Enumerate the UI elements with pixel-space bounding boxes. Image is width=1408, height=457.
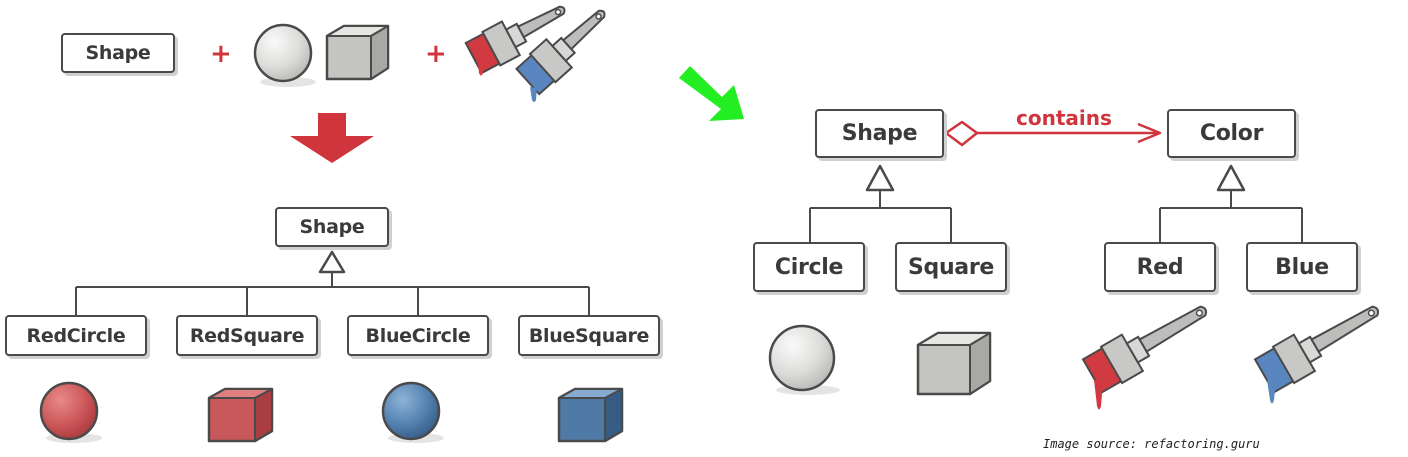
red-cube-icon (207, 387, 274, 443)
plus-sign-1: + (210, 39, 232, 69)
blue-cube-icon (557, 387, 624, 443)
left-inheritance-lines (75, 272, 590, 315)
aggregation-diamond-icon (944, 120, 979, 147)
green-arrow-icon (679, 66, 744, 121)
color-inheritance-triangle-icon (1216, 164, 1246, 192)
red-sphere-icon (39, 381, 102, 443)
top-shape-box: Shape (61, 33, 175, 73)
shape-inheritance-triangle-icon (865, 164, 895, 192)
red-class-box: Red (1104, 242, 1216, 292)
blue-paintbrush-icon (515, 9, 606, 96)
circle-sphere-icon (768, 324, 840, 395)
contains-relation (977, 122, 1162, 144)
redcircle-class-box: RedCircle (5, 315, 147, 356)
square-class-box: Square (895, 242, 1007, 292)
color-inheritance-lines (1159, 190, 1303, 242)
plus-sign-2: + (425, 39, 447, 69)
blue-sphere-icon (381, 381, 444, 443)
red-paint-drip (477, 56, 484, 76)
color-class-box: Color (1167, 109, 1296, 158)
blue-paint-drip (530, 87, 537, 102)
red-paintbrush-icon (464, 5, 566, 75)
bluecircle-class-box: BlueCircle (347, 315, 489, 356)
shape-inheritance-lines (809, 190, 952, 242)
image-source-caption: Image source: refactoring.guru (1043, 437, 1260, 451)
contains-label: contains (1016, 106, 1112, 130)
inheritance-triangle-icon (318, 250, 346, 274)
blue-color-paintbrush-icon (1253, 305, 1380, 394)
grey-sphere-icon (253, 23, 316, 87)
shape-class-box: Shape (815, 109, 944, 158)
blue-color-paint-drip (1267, 380, 1276, 404)
red-color-paint-drip (1094, 380, 1103, 410)
circle-class-box: Circle (753, 242, 865, 292)
square-cube-icon (916, 331, 992, 396)
parent-shape-box: Shape (275, 207, 389, 247)
grey-cube-icon (325, 24, 390, 81)
redsquare-class-box: RedSquare (176, 315, 318, 356)
blue-class-box: Blue (1246, 242, 1358, 292)
red-color-paintbrush-icon (1081, 305, 1208, 394)
bluesquare-class-box: BlueSquare (518, 315, 660, 356)
down-arrow-icon (290, 113, 374, 163)
